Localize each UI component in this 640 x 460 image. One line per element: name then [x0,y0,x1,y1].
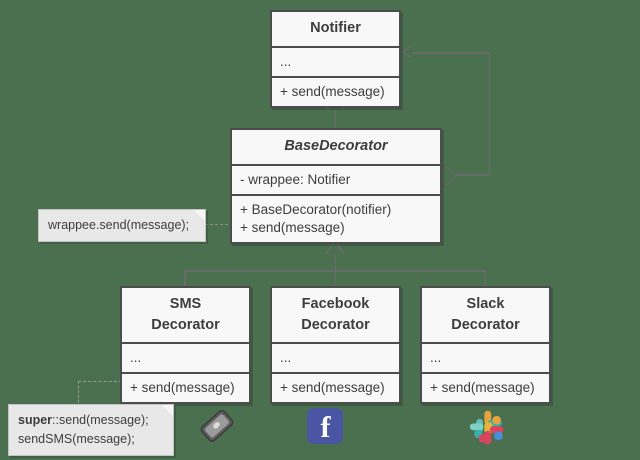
class-operations-notifier: + send(message) [272,75,399,106]
class-name-line-1: Facebook [301,296,370,312]
class-operations-basedecorator: + BaseDecorator(notifier) + send(message… [232,193,440,242]
class-attributes-slack-decorator: ... [422,342,549,372]
note-sms-send[interactable]: super::send(message); sendSMS(message); [8,404,174,456]
note-link-sms-horizontal [78,381,122,382]
slack-icon [468,408,508,453]
class-attributes-facebook-decorator: ... [272,342,399,372]
class-attributes-notifier: ... [272,45,399,76]
inheritance-bus-horizontal [184,270,486,272]
association-line-top [412,52,490,54]
note-fold-corner-icon [194,210,205,221]
class-name-line-1: Slack [466,296,505,312]
note-line-1-rest: ::send(message); [52,413,149,427]
inheritance-drop-sms [184,270,186,286]
class-operations-facebook-decorator: + send(message) [272,372,399,402]
association-line-bottom [446,174,490,176]
inheritance-line-basedecorator [334,108,336,130]
phone-icon [196,409,240,447]
class-box-slack-decorator[interactable]: Slack Decorator ... + send(message) [420,286,551,405]
class-operations-sms-decorator: + send(message) [122,372,249,402]
class-attributes-basedecorator: - wrappee: Notifier [232,163,440,194]
note-line-1: super::send(message); [18,411,164,430]
note-fold-corner-icon [162,405,173,416]
class-name-notifier: Notifier [310,20,361,36]
inheritance-line-center [334,252,336,286]
association-arrowhead-icon [400,45,412,58]
class-box-sms-decorator[interactable]: SMS Decorator ... + send(message) [120,286,251,405]
class-box-facebook-decorator[interactable]: Facebook Decorator ... + send(message) [270,286,401,405]
class-name-line-2: Decorator [451,317,520,334]
operation-send: + send(message) [240,220,345,235]
facebook-icon: f [307,408,343,444]
class-name-sms-decorator: SMS Decorator [122,288,249,342]
association-line-right [488,52,490,175]
class-box-notifier[interactable]: Notifier ... + send(message) [270,10,401,108]
class-name-line-2: Decorator [151,317,220,334]
facebook-letter: f [320,411,331,444]
note-link-wrappee [205,224,233,225]
note-wrappee-send[interactable]: wrappee.send(message); [38,209,206,242]
class-name-slack-decorator: Slack Decorator [422,288,549,342]
note-link-sms-vertical [78,381,79,407]
note-line-2: sendSMS(message); [18,431,135,446]
class-name-line-1: SMS [169,296,202,312]
class-operations-slack-decorator: + send(message) [422,372,549,402]
class-name-line-2: Decorator [301,317,370,334]
note-line-1: wrappee.send(message); [48,218,190,232]
operation-constructor: + BaseDecorator(notifier) [240,201,392,217]
inheritance-drop-slack [484,270,486,286]
class-name-facebook-decorator: Facebook Decorator [272,288,399,342]
class-box-basedecorator[interactable]: BaseDecorator - wrappee: Notifier + Base… [230,128,442,245]
class-name-basedecorator: BaseDecorator [284,138,388,154]
note-keyword-super: super [18,413,53,427]
class-attributes-sms-decorator: ... [122,342,249,372]
